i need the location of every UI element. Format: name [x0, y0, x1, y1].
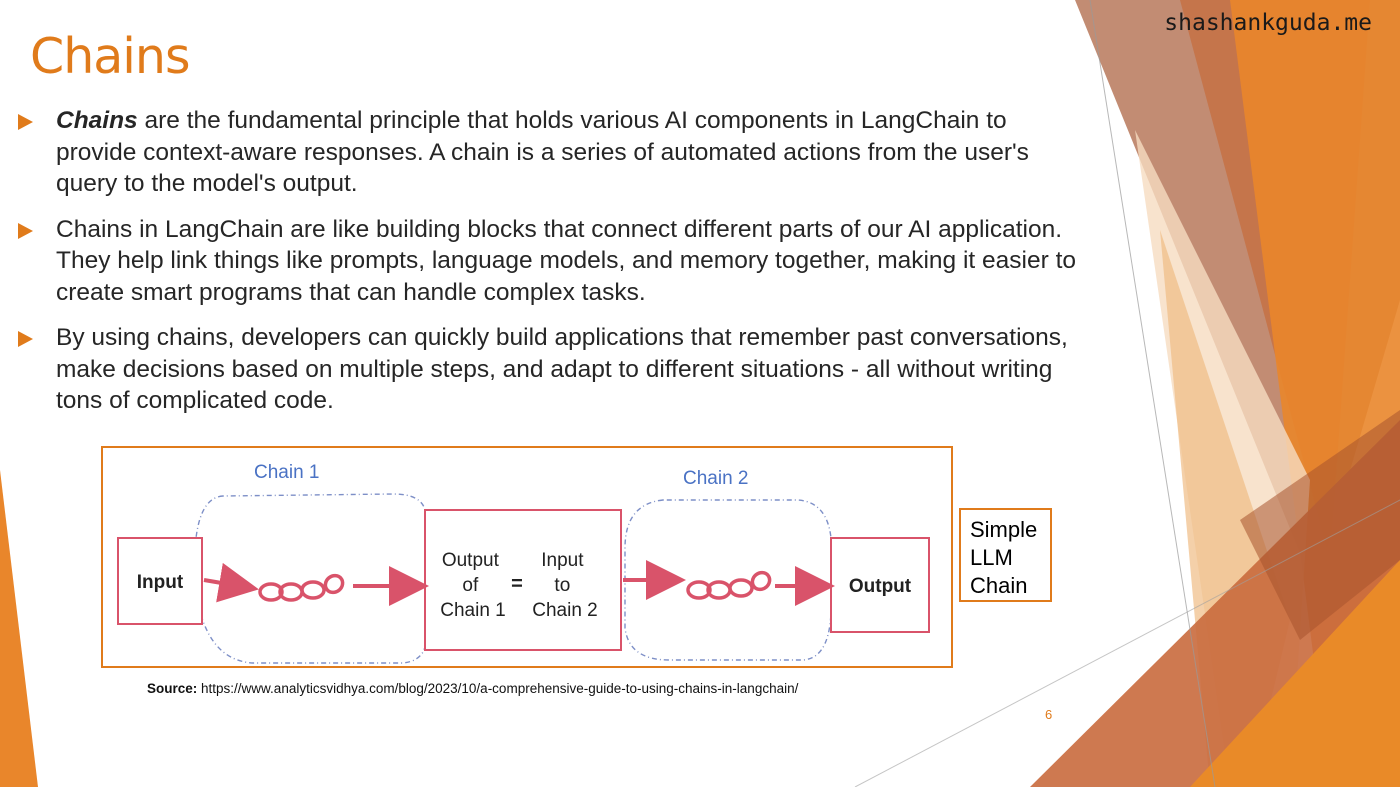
chain-link-icon [258, 573, 345, 602]
input-label: Input [137, 572, 184, 593]
source-url[interactable]: https://www.analyticsvidhya.com/blog/202… [201, 681, 799, 696]
site-url: shashankguda.me [1164, 10, 1372, 36]
middle-left-label: Output of Chain 1 [440, 550, 506, 621]
caption-line: Chain [970, 573, 1028, 598]
triangle-bullet-icon [18, 331, 33, 347]
bullet-item-1: Chains are the fundamental principle tha… [18, 105, 1078, 200]
chain-diagram-svg: Chain 1 Chain 2 Input Output of Chain 1 … [117, 462, 930, 664]
chain1-label: Chain 1 [254, 462, 320, 483]
middle-box [424, 509, 622, 651]
triangle-bullet-icon [18, 114, 33, 130]
bullet-text: are the fundamental principle that holds… [56, 107, 1029, 197]
chain-link-icon [686, 570, 772, 600]
source-label: Source: [147, 681, 198, 696]
bullet-text: Chains in LangChain are like building bl… [56, 215, 1077, 306]
caption-line: Simple [970, 517, 1038, 542]
bullet-list: Chains are the fundamental principle tha… [18, 105, 1078, 431]
chain2-label: Chain 2 [683, 468, 749, 489]
bullet-item-3: By using chains, developers can quickly … [18, 322, 1078, 417]
page-number: 6 [1045, 707, 1053, 722]
bullet-text: By using chains, developers can quickly … [56, 324, 1068, 414]
bullet-keyword: Chains [56, 107, 138, 134]
input-box [117, 537, 203, 625]
diagram-caption-box: Simple LLM Chain [959, 508, 1052, 602]
equals-sign: = [511, 573, 523, 595]
slide-title: Chains [30, 28, 190, 85]
chain1-outline [193, 493, 427, 664]
output-label: Output [849, 576, 912, 597]
bullet-item-2: Chains in LangChain are like building bl… [18, 214, 1078, 309]
output-box [830, 537, 930, 633]
arrow-input-to-chain1 [203, 562, 259, 603]
caption-line: LLM [970, 545, 1013, 570]
chain-diagram: Chain 1 Chain 2 Input Output of Chain 1 … [101, 446, 953, 668]
middle-right-label: Input to Chain 2 [532, 550, 598, 621]
triangle-bullet-icon [18, 222, 33, 239]
chain2-outline [624, 499, 832, 661]
source-citation: Source: https://www.analyticsvidhya.com/… [147, 681, 798, 696]
